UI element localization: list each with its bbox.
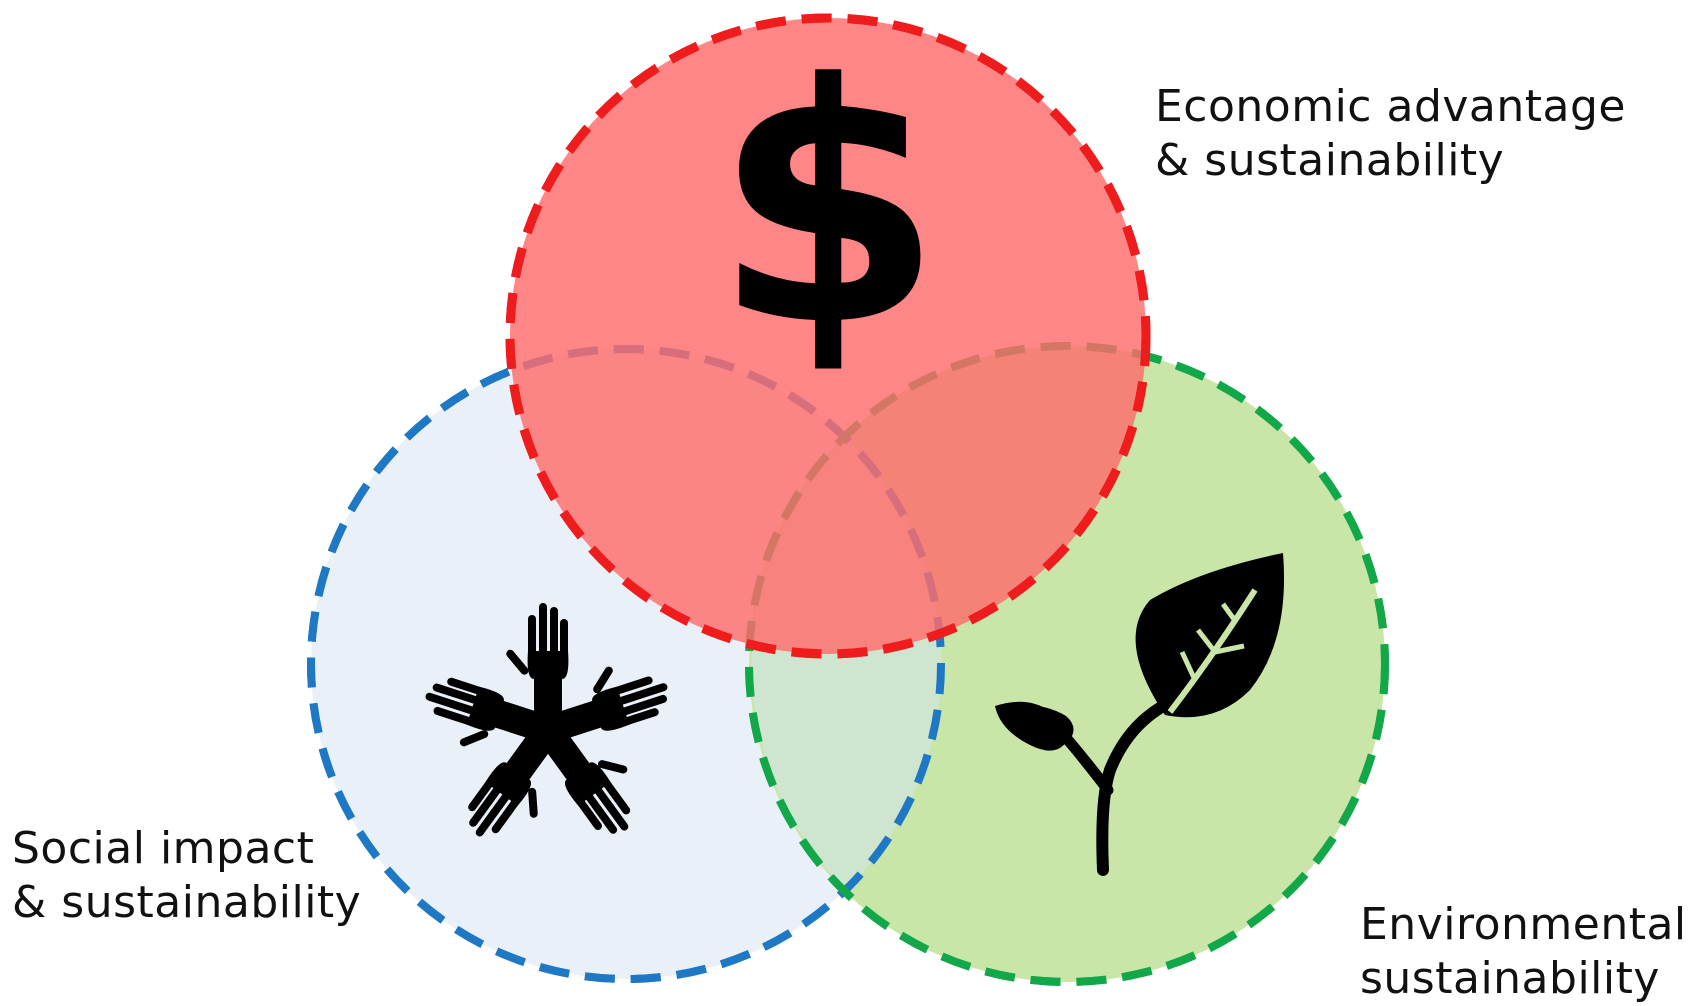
plant-leaves-icon bbox=[995, 553, 1285, 876]
economic-label-line-1: Economic advantage bbox=[1155, 81, 1626, 132]
social-label-line-1: Social impact bbox=[12, 823, 315, 874]
social-label-line-2: & sustainability bbox=[12, 877, 362, 928]
economic-label-line-2: & sustainability bbox=[1155, 135, 1505, 186]
economic-label: Economic advantage & sustainability bbox=[1155, 80, 1626, 188]
dollar-sign-icon: $ bbox=[713, 14, 943, 398]
environmental-label: Environmental sustainability bbox=[1360, 898, 1687, 1006]
environmental-label-line-2: sustainability bbox=[1360, 953, 1660, 1004]
social-label: Social impact & sustainability bbox=[12, 822, 361, 930]
economic-circle-outline bbox=[505, 13, 1151, 659]
environmental-label-line-1: Environmental bbox=[1360, 899, 1687, 950]
